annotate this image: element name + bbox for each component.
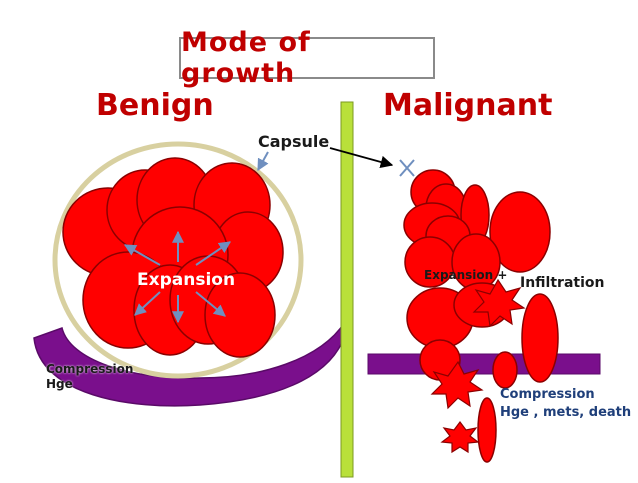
label-expansion-benign: Expansion [137, 270, 236, 290]
page-title: Mode of growth [179, 27, 435, 89]
label-compression-malignant: Compression [500, 387, 595, 402]
capsule-pointer-malignant [329, 147, 394, 169]
broken-capsule-mark [399, 159, 415, 177]
label-hge-benign: Hge [46, 377, 73, 391]
expansion-arrows [123, 230, 231, 324]
label-compression-benign: Compression [46, 362, 134, 376]
capsule-pointer-benign [257, 151, 269, 172]
heading-malignant: Malignant [383, 88, 553, 123]
label-expansion-malignant: Expansion + [424, 268, 508, 282]
divider-bar [340, 101, 354, 478]
label-infiltration: Infiltration [520, 275, 605, 291]
label-outcomes-malignant: Hge , mets, death [500, 405, 632, 420]
malignant-membrane [367, 353, 601, 375]
heading-benign: Benign [96, 88, 214, 123]
label-capsule: Capsule [258, 132, 330, 151]
infiltrating-starbursts [430, 278, 526, 454]
benign-tumor-cells [62, 157, 284, 358]
